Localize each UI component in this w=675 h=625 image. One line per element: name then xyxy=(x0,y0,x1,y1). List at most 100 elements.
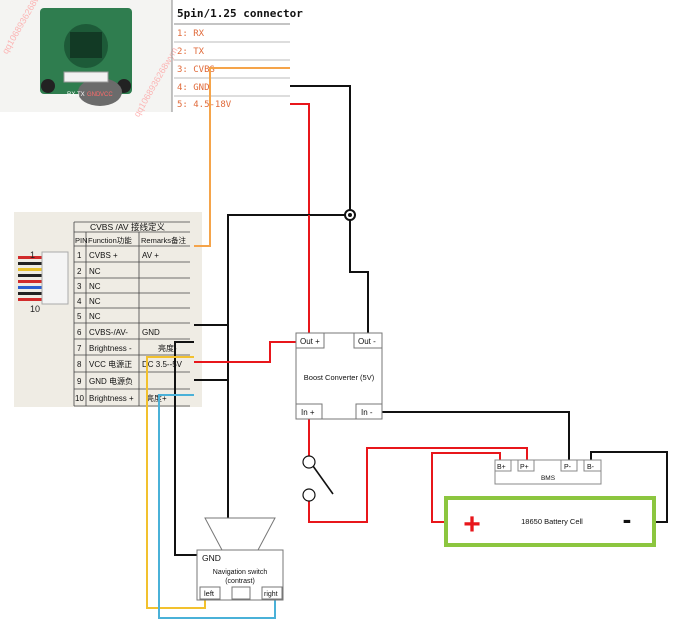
connector-pin-table: 5pin/1.25 connector 1: RX 2: TX 3: CVBS … xyxy=(171,0,303,112)
pinout-table-photo: 1 10 CVBS /AV 接线定义 PIN Function功能 Remark… xyxy=(14,212,202,407)
pin-number: 10 xyxy=(75,394,84,403)
camera-module-photo: RX TX GND VCC qq1068936268wym qq10689362… xyxy=(0,0,180,119)
wire-brightness-minus xyxy=(146,356,206,609)
pin-function: Brightness - xyxy=(89,344,132,353)
bms-terminal-label: P+ xyxy=(520,464,529,471)
connector-mark: 10 xyxy=(30,304,40,314)
connector-pin-label: 5: 4.5-18V xyxy=(177,100,232,110)
nav-left-label: left xyxy=(204,589,215,598)
pin-number: 7 xyxy=(77,344,82,353)
nav-switch-title: Navigation switch xyxy=(213,569,268,576)
pin-remark: AV + xyxy=(142,251,159,260)
bms-terminal-pminus xyxy=(560,459,578,472)
camera-connector-header xyxy=(63,71,109,83)
wire-screen-vcc xyxy=(194,341,296,363)
nav-switch-lever xyxy=(204,517,276,551)
pin-remark: 亮度+ xyxy=(146,393,167,403)
wire-nav-gnd xyxy=(174,341,205,556)
pin-number: 2 xyxy=(77,267,82,276)
wire-switch-to-pplus xyxy=(308,447,528,523)
pcb-label: GND xyxy=(87,92,101,98)
nav-left-terminal xyxy=(199,586,221,600)
pin-remark: GND xyxy=(142,328,160,337)
battery-cell: + 18650 Battery Cell - xyxy=(444,496,656,547)
in-plus-label: In + xyxy=(301,408,315,417)
pin-number: 6 xyxy=(77,328,82,337)
camera-lens-barrel xyxy=(78,78,122,106)
battery-plus-sign: + xyxy=(463,508,481,541)
wire-camera-power xyxy=(290,103,310,215)
pin-remark: 亮度- xyxy=(158,343,177,353)
camera-chip xyxy=(70,32,102,58)
nav-right-label: right xyxy=(264,591,278,598)
in-plus-terminal xyxy=(295,403,323,420)
wire-video-cvbs xyxy=(194,67,290,247)
battery-title: 18650 Battery Cell xyxy=(521,517,583,526)
connector-title: 5pin/1.25 connector xyxy=(177,7,303,20)
ground-junction-dot xyxy=(348,213,352,217)
pinout-header: Remarks备注 xyxy=(141,235,187,245)
connector-pin-label: 3: CVBS xyxy=(177,65,215,75)
switch-contact-bottom xyxy=(302,488,316,502)
pinout-rows: 1 CVBS + AV + 2 NC 3 NC 4 NC 5 NC 6 CVBS… xyxy=(75,251,183,403)
pcb-label: VCC xyxy=(100,92,113,98)
pinout-header: PIN xyxy=(75,236,88,245)
connector-pin-label: 1: RX xyxy=(177,29,205,39)
power-switch xyxy=(302,455,334,502)
bms-terminal-pplus xyxy=(517,459,535,472)
bms-terminal-bminus xyxy=(583,459,602,472)
battery-body xyxy=(444,496,656,547)
bms-terminal-label: P- xyxy=(564,464,572,471)
pin-function: NC xyxy=(89,267,101,276)
pin-function: NC xyxy=(89,312,101,321)
pin-function: NC xyxy=(89,282,101,291)
ribbon-cable xyxy=(18,251,69,305)
pinout-grid xyxy=(73,221,190,407)
pin-remark: DC 3.5--5V xyxy=(142,360,183,369)
pin-number: 4 xyxy=(77,297,82,306)
nav-gnd-label: GND xyxy=(202,553,221,563)
connector-pin-label: 2: TX xyxy=(177,47,205,57)
bms-terminal-bplus xyxy=(494,459,512,472)
camera-mount-hole xyxy=(41,79,55,93)
boost-converter-title: Boost Converter (5V) xyxy=(304,373,375,382)
pin-function: GND 电源负 xyxy=(89,376,133,386)
photo-background xyxy=(14,212,202,407)
pinout-title: CVBS /AV 接线定义 xyxy=(90,222,165,232)
pin-function: NC xyxy=(89,297,101,306)
pin-function: CVBS + xyxy=(89,251,118,260)
pcb-label: TX xyxy=(77,92,85,98)
out-minus-label: Out - xyxy=(358,337,376,346)
wire-camera-gnd xyxy=(290,85,351,215)
navigation-switch: GND Navigation switch (contrast) left ri… xyxy=(196,517,284,601)
battery-minus-sign: - xyxy=(623,504,632,534)
wire-bms-bplus xyxy=(431,452,501,523)
wire-boost-in-minus xyxy=(380,411,570,460)
bms-box xyxy=(494,459,602,485)
pin-number: 3 xyxy=(77,282,82,291)
nav-center-terminal xyxy=(231,586,251,600)
connector-mark: 1 xyxy=(30,250,35,260)
boost-converter: Out + Out - Boost Converter (5V) In + In… xyxy=(295,332,383,420)
wire-brightness-plus xyxy=(158,394,276,619)
switch-lever xyxy=(312,465,334,495)
pin-function: CVBS-/AV- xyxy=(89,328,128,337)
pinout-header: Function功能 xyxy=(88,235,132,245)
out-plus-terminal xyxy=(295,332,325,349)
switch-contact-top xyxy=(302,455,316,469)
pin-number: 1 xyxy=(77,251,82,260)
in-minus-label: In - xyxy=(361,408,373,417)
ribbon-connector xyxy=(41,251,69,305)
pin-function: Brightness + xyxy=(89,394,134,403)
pcb-label: RX xyxy=(67,92,75,98)
wire-boost-out-minus xyxy=(349,215,369,333)
bms-title: BMS xyxy=(541,475,556,482)
out-minus-terminal xyxy=(353,332,383,349)
pin-function: VCC 电源正 xyxy=(89,359,132,369)
pin-number: 8 xyxy=(77,360,82,369)
pin-number: 5 xyxy=(77,312,82,321)
connector-pin-label: 4: GND xyxy=(177,83,210,93)
wire-bms-bminus xyxy=(590,451,668,523)
in-minus-terminal xyxy=(355,403,383,420)
